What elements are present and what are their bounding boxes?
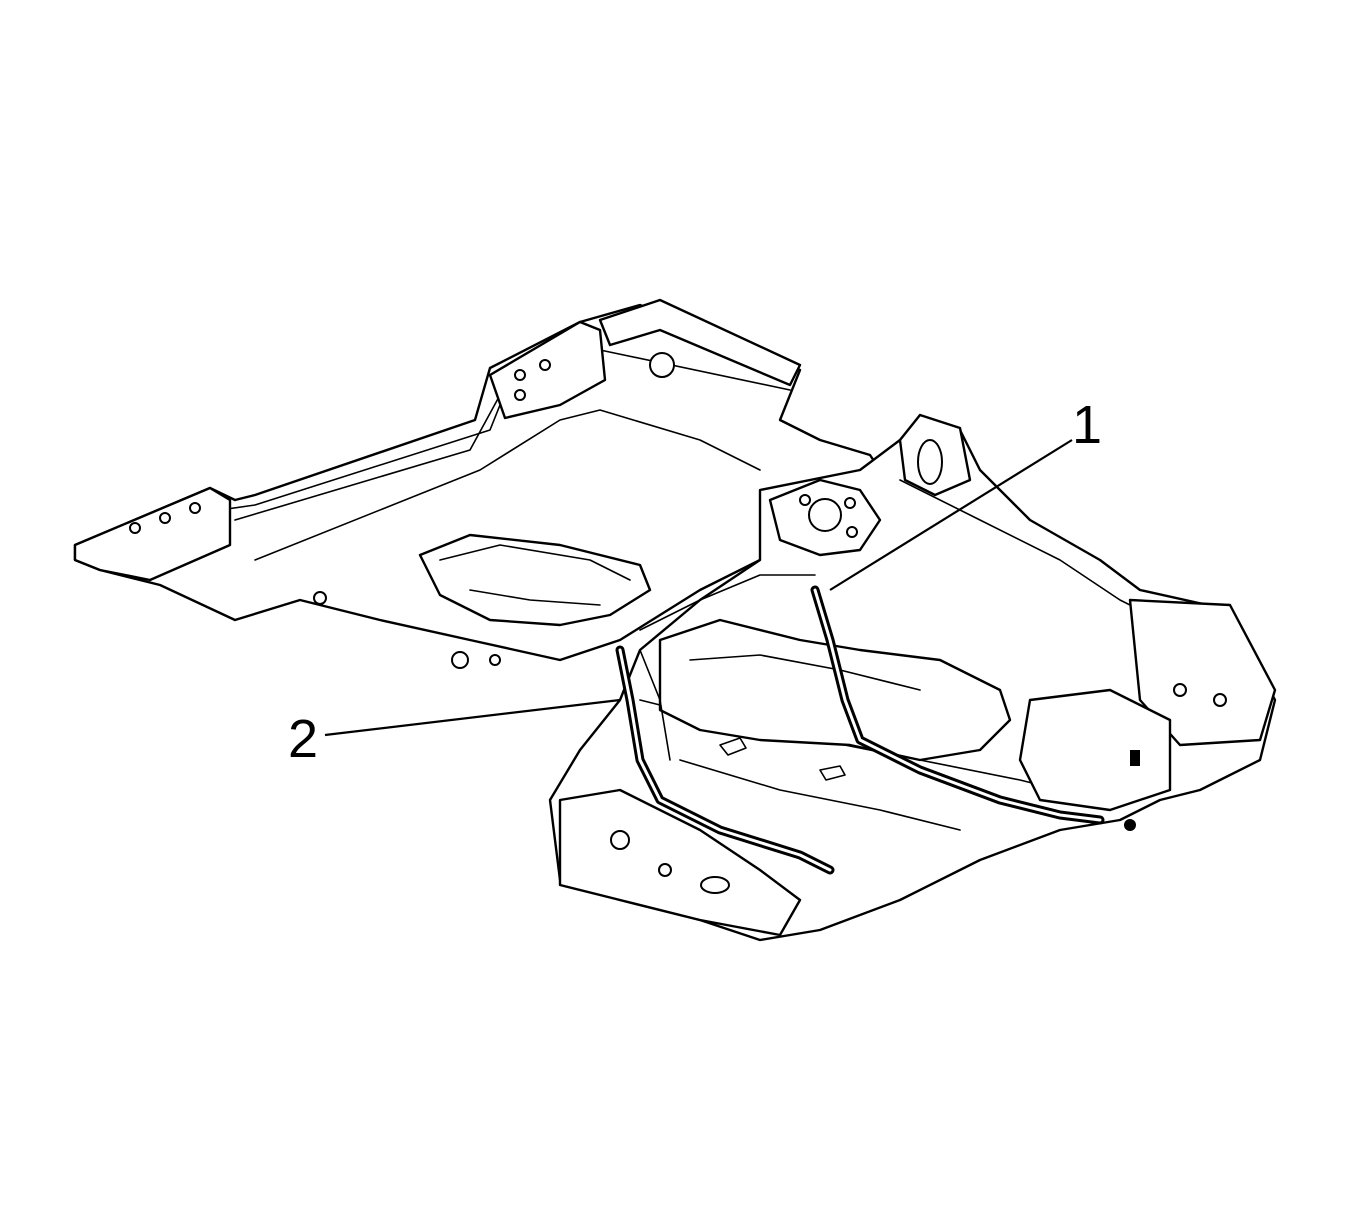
rear-frame-section [73,298,882,669]
front-floor-section [548,413,1277,942]
leader-line-2 [324,698,621,737]
callout-label-2: 2 [288,709,319,769]
fuel-brake-pipes [615,574,1105,875]
callout-label-1: 1 [1072,395,1103,455]
leader-line-1 [829,439,1073,591]
